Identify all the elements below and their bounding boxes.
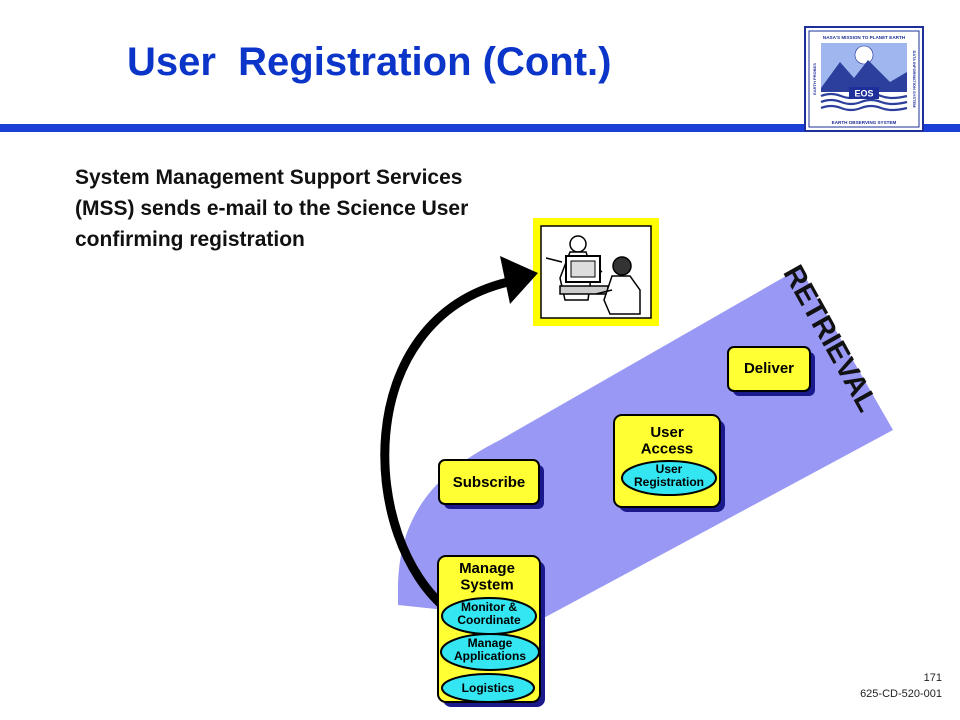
logo-bottom-text: EARTH OBSERVING SYSTEM bbox=[832, 120, 897, 125]
logistics-label: Logistics bbox=[462, 681, 515, 695]
page-number: 171 bbox=[923, 672, 942, 684]
slide-footer: 171 625-CD-520-001 bbox=[860, 670, 942, 702]
logo-badge: EOS bbox=[854, 89, 873, 99]
user-registration-ellipse bbox=[621, 460, 717, 496]
eos-logo-graphic: NASA'S MISSION TO PLANET EARTH EARTH OBS… bbox=[808, 30, 920, 128]
slide-description: System Management Support Services (MSS)… bbox=[75, 166, 469, 251]
subscribe-label: Subscribe bbox=[453, 474, 526, 491]
logistics-ellipse bbox=[441, 673, 535, 703]
notification-arrow bbox=[380, 277, 513, 615]
arrow-head bbox=[500, 256, 538, 304]
logo-right-text: DATA INFORMATION SYSTEM bbox=[912, 51, 917, 109]
page-title: User Registration (Cont.) bbox=[127, 40, 612, 84]
user-photo bbox=[533, 218, 659, 326]
monitor-coordinate-label: Monitor &Coordinate bbox=[457, 600, 521, 627]
deliver-box: Deliver bbox=[727, 346, 815, 396]
logo-left-text: EARTH PROBES bbox=[812, 63, 817, 95]
eos-logo: NASA'S MISSION TO PLANET EARTH EARTH OBS… bbox=[804, 26, 924, 132]
logo-top-text: NASA'S MISSION TO PLANET EARTH bbox=[823, 35, 906, 40]
deliver-label: Deliver bbox=[744, 360, 794, 377]
manage-applications-ellipse bbox=[440, 633, 540, 671]
document-id: 625-CD-520-001 bbox=[860, 688, 942, 700]
title-rule bbox=[0, 124, 960, 132]
subscribe-box: Subscribe bbox=[438, 459, 544, 509]
seated-person-head bbox=[612, 256, 632, 276]
